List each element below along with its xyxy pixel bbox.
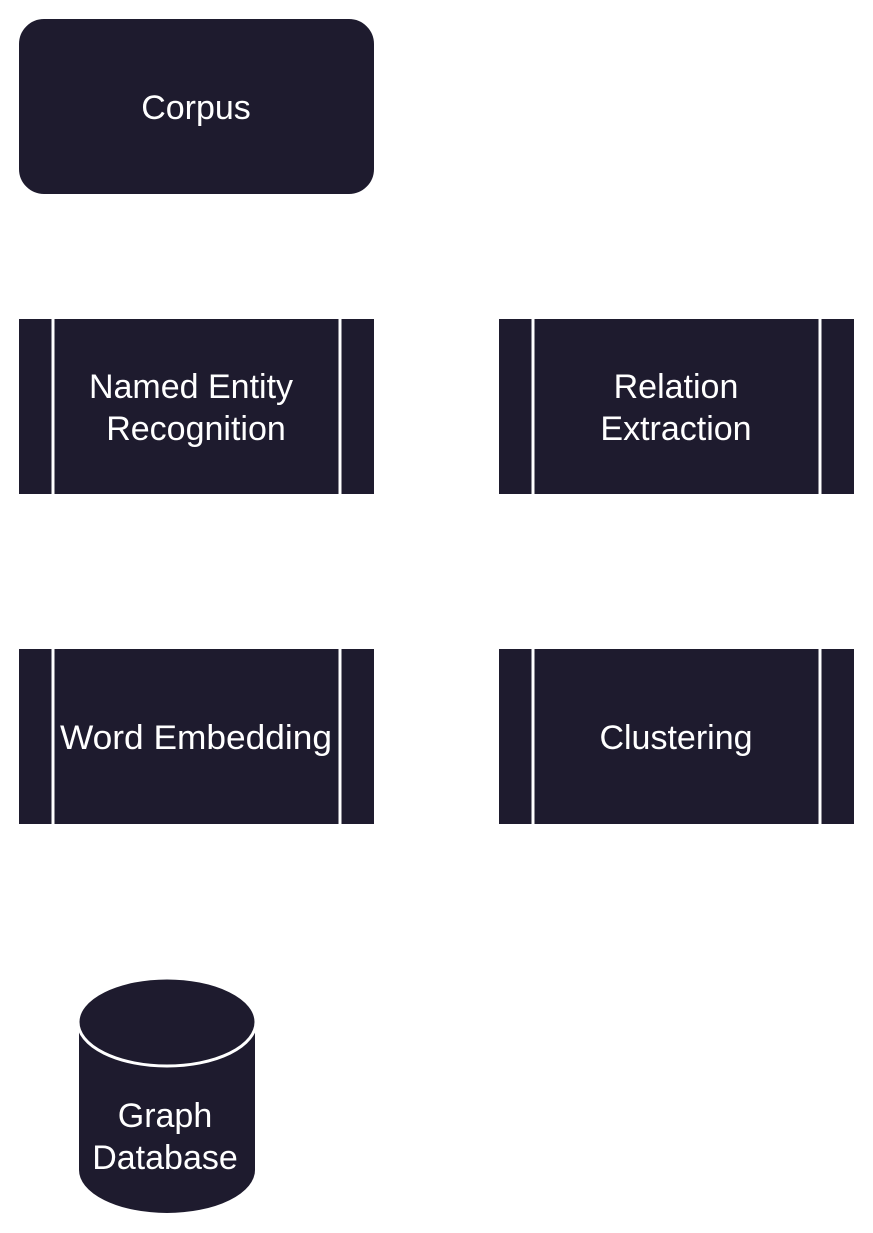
clustering-label: Clustering — [599, 719, 752, 757]
relation-extraction-label-line-2: Extraction — [600, 410, 751, 448]
graph-database-label-line-2: Database — [92, 1139, 238, 1177]
relation-extraction-shape — [497, 317, 856, 496]
corpus-shape — [17, 17, 376, 196]
node-corpus[interactable]: Corpus — [17, 17, 376, 196]
word-embedding-label: Word Embedding — [60, 719, 332, 757]
corpus-label: Corpus — [141, 89, 251, 127]
graph-database-label-line-1: Graph — [118, 1097, 213, 1135]
word-embedding-shape — [17, 647, 376, 826]
clustering-shape — [497, 647, 856, 826]
node-relation-extraction[interactable]: Relation Extraction — [497, 317, 856, 496]
relation-extraction-label-line-1: Relation — [614, 368, 739, 406]
node-named-entity-recognition[interactable]: Named Entity Recognition — [17, 317, 376, 496]
ner-shape — [17, 317, 376, 496]
ner-label-line-2: Recognition — [106, 410, 286, 448]
ner-label-line-1: Named Entity — [89, 368, 293, 406]
node-word-embedding[interactable]: Word Embedding — [17, 647, 376, 826]
graph-database-body — [77, 1022, 257, 1215]
node-clustering[interactable]: Clustering — [497, 647, 856, 826]
graph-database-top — [76, 976, 258, 1068]
node-graph-database[interactable]: Graph Database — [76, 976, 258, 1215]
